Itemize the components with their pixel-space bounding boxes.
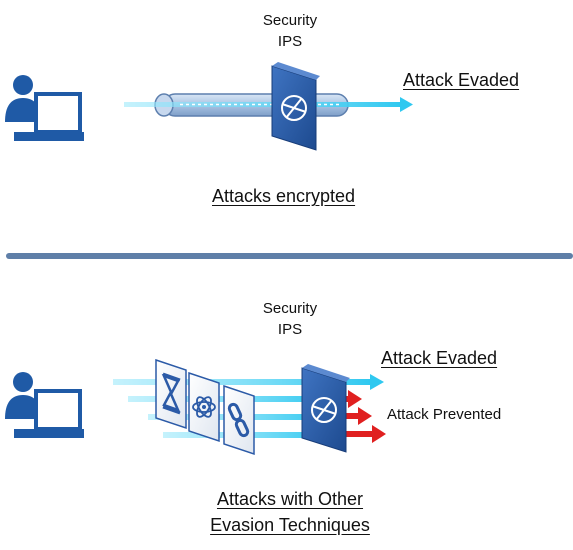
ips-label-line2: IPS	[277, 33, 303, 50]
ips-label-line2: IPS	[277, 321, 303, 338]
caption-attacks-encrypted: Attacks encrypted	[212, 186, 356, 206]
chain-link-icon	[223, 384, 255, 456]
caption-line2: Evasion Techniques	[210, 515, 370, 535]
ips-shield-icon	[301, 364, 350, 453]
hourglass-icon	[155, 358, 187, 430]
atom-icon	[188, 371, 220, 443]
attack-prevented-label: Attack Prevented	[387, 406, 502, 423]
attack-evaded-label: Attack Evaded	[381, 348, 498, 368]
ips-label-line1: Security	[262, 300, 318, 317]
caption-other-evasion: Attacks with Other Evasion Techniques	[170, 486, 410, 538]
attack-evaded-label: Attack Evaded	[403, 70, 520, 90]
ips-label-bottom: Security IPS	[240, 298, 340, 340]
ips-label-top: Security IPS	[240, 10, 340, 52]
section-divider	[6, 253, 573, 259]
user-at-laptop-icon	[5, 372, 84, 438]
ips-shield-icon	[271, 62, 320, 151]
ips-label-line1: Security	[262, 12, 318, 29]
caption-line1: Attacks with Other	[216, 489, 364, 509]
user-at-laptop-icon	[5, 75, 84, 141]
